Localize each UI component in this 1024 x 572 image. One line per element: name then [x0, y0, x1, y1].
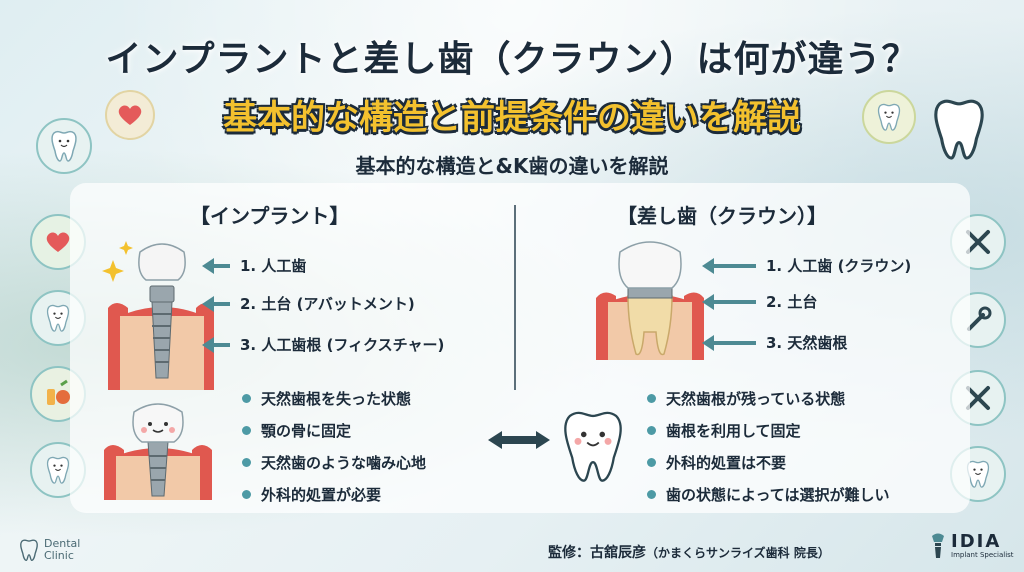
page-subtitle-secondary: 基本的な構造と&K歯の違いを解説	[355, 154, 669, 178]
dental-clinic-logo: Dental Clinic	[18, 538, 80, 562]
column-divider	[514, 205, 516, 390]
crown-part-2: 2. 土台	[702, 291, 818, 312]
brand-tagline: Implant Specialist	[951, 551, 1014, 559]
implant-part-2: 2. 土台 (アバットメント)	[202, 293, 415, 314]
implant-part-3-label: 3. 人工歯根 (フィクスチャー)	[240, 336, 445, 354]
dental-line-2: Clinic	[44, 549, 74, 562]
crown-part-2-label: 2. 土台	[766, 293, 818, 311]
implant-heading: 【インプラント】	[190, 204, 350, 228]
implant-feature-2: 顎の骨に固定	[242, 420, 351, 441]
tooth-icon	[928, 95, 990, 167]
supervisor-credit: 監修：古舘辰彦（かまくらサンライズ歯科 院長）	[548, 542, 830, 562]
implant-face-diagram	[98, 400, 218, 508]
implant-logo-icon	[932, 533, 944, 558]
crown-heading: 【差し歯（クラウン）】	[617, 204, 827, 228]
implant-feature-4: 外科的処置が必要	[242, 484, 381, 505]
crown-feature-1: 天然歯根が残っている状態	[647, 388, 845, 409]
crown-part-1: 1. 人工歯 (クラウン)	[702, 255, 912, 276]
arrow-icon	[202, 336, 230, 353]
implant-part-3: 3. 人工歯根 (フィクスチャー)	[202, 334, 445, 355]
crown-part-3: 3. 天然歯根	[702, 332, 848, 353]
supervisor-affiliation: （かまくらサンライズ歯科 院長）	[646, 546, 830, 560]
arrow-icon	[702, 293, 756, 310]
page-title: インプラントと差し歯（クラウン）は何が違う？	[105, 39, 919, 80]
brand-name: IDIA	[951, 531, 1002, 552]
crown-feature-4: 歯の状態によっては選択が難しい	[647, 484, 890, 505]
heart-icon	[105, 90, 155, 140]
tooth-sparkle-icon	[36, 118, 92, 174]
comparison-panel	[70, 183, 970, 513]
implant-part-2-label: 2. 土台 (アバットメント)	[240, 295, 415, 313]
supervisor-name: 監修：古舘辰彦	[548, 545, 646, 561]
arrow-icon	[202, 257, 230, 274]
dental-line-1: Dental	[44, 537, 81, 550]
arrow-icon	[702, 257, 756, 274]
implant-feature-3: 天然歯のような噛み心地	[242, 452, 426, 473]
compare-arrow-icon	[486, 429, 552, 455]
crown-part-3-label: 3. 天然歯根	[766, 334, 848, 352]
implant-feature-1: 天然歯根を失った状態	[242, 388, 411, 409]
crown-feature-3: 外科的処置は不要	[647, 452, 786, 473]
implant-part-1-label: 1. 人工歯	[240, 257, 307, 275]
tooth-face-icon	[556, 404, 630, 492]
tooth-face-icon	[862, 90, 916, 144]
crown-feature-2: 歯根を利用して固定	[647, 420, 801, 441]
implant-part-1: 1. 人工歯	[202, 255, 307, 276]
page-subtitle: 基本的な構造と前提条件の違いを解説	[223, 98, 801, 138]
idia-logo: IDIA Implant Specialist	[930, 532, 1014, 560]
tooth-icon	[20, 539, 38, 562]
crown-diagram	[592, 236, 708, 370]
crown-part-1-label: 1. 人工歯 (クラウン)	[766, 257, 912, 275]
arrow-icon	[202, 295, 230, 312]
arrow-icon	[702, 334, 756, 351]
implant-diagram	[96, 238, 226, 402]
